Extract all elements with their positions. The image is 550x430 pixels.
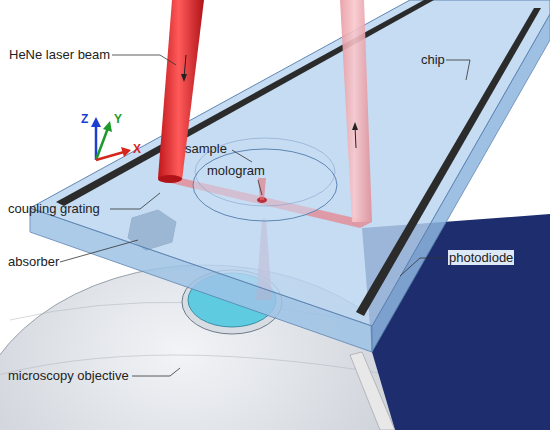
axis-triad: [91, 117, 131, 160]
beam-label: HeNe laser beam: [8, 47, 111, 62]
part-label: coupling grating: [7, 201, 101, 216]
outgoing-beam: [340, 0, 372, 222]
part-label: sample: [184, 141, 228, 156]
photodiode-side: [350, 352, 395, 430]
outcoupling-grating-strip: [356, 8, 541, 316]
sample-droplet: [193, 149, 337, 221]
part-label: mologram: [206, 163, 266, 178]
part-label: microscopy objective: [7, 368, 130, 383]
leader-lines: [60, 55, 470, 376]
part-label: absorber: [7, 254, 60, 269]
part-label: photodiode: [448, 250, 514, 265]
axis-label: X: [132, 142, 142, 157]
coupling-grating-strip: [56, 0, 434, 206]
axis-label: Z: [80, 112, 89, 127]
part-label: chip: [420, 52, 446, 67]
axis-label: Y: [113, 112, 123, 127]
